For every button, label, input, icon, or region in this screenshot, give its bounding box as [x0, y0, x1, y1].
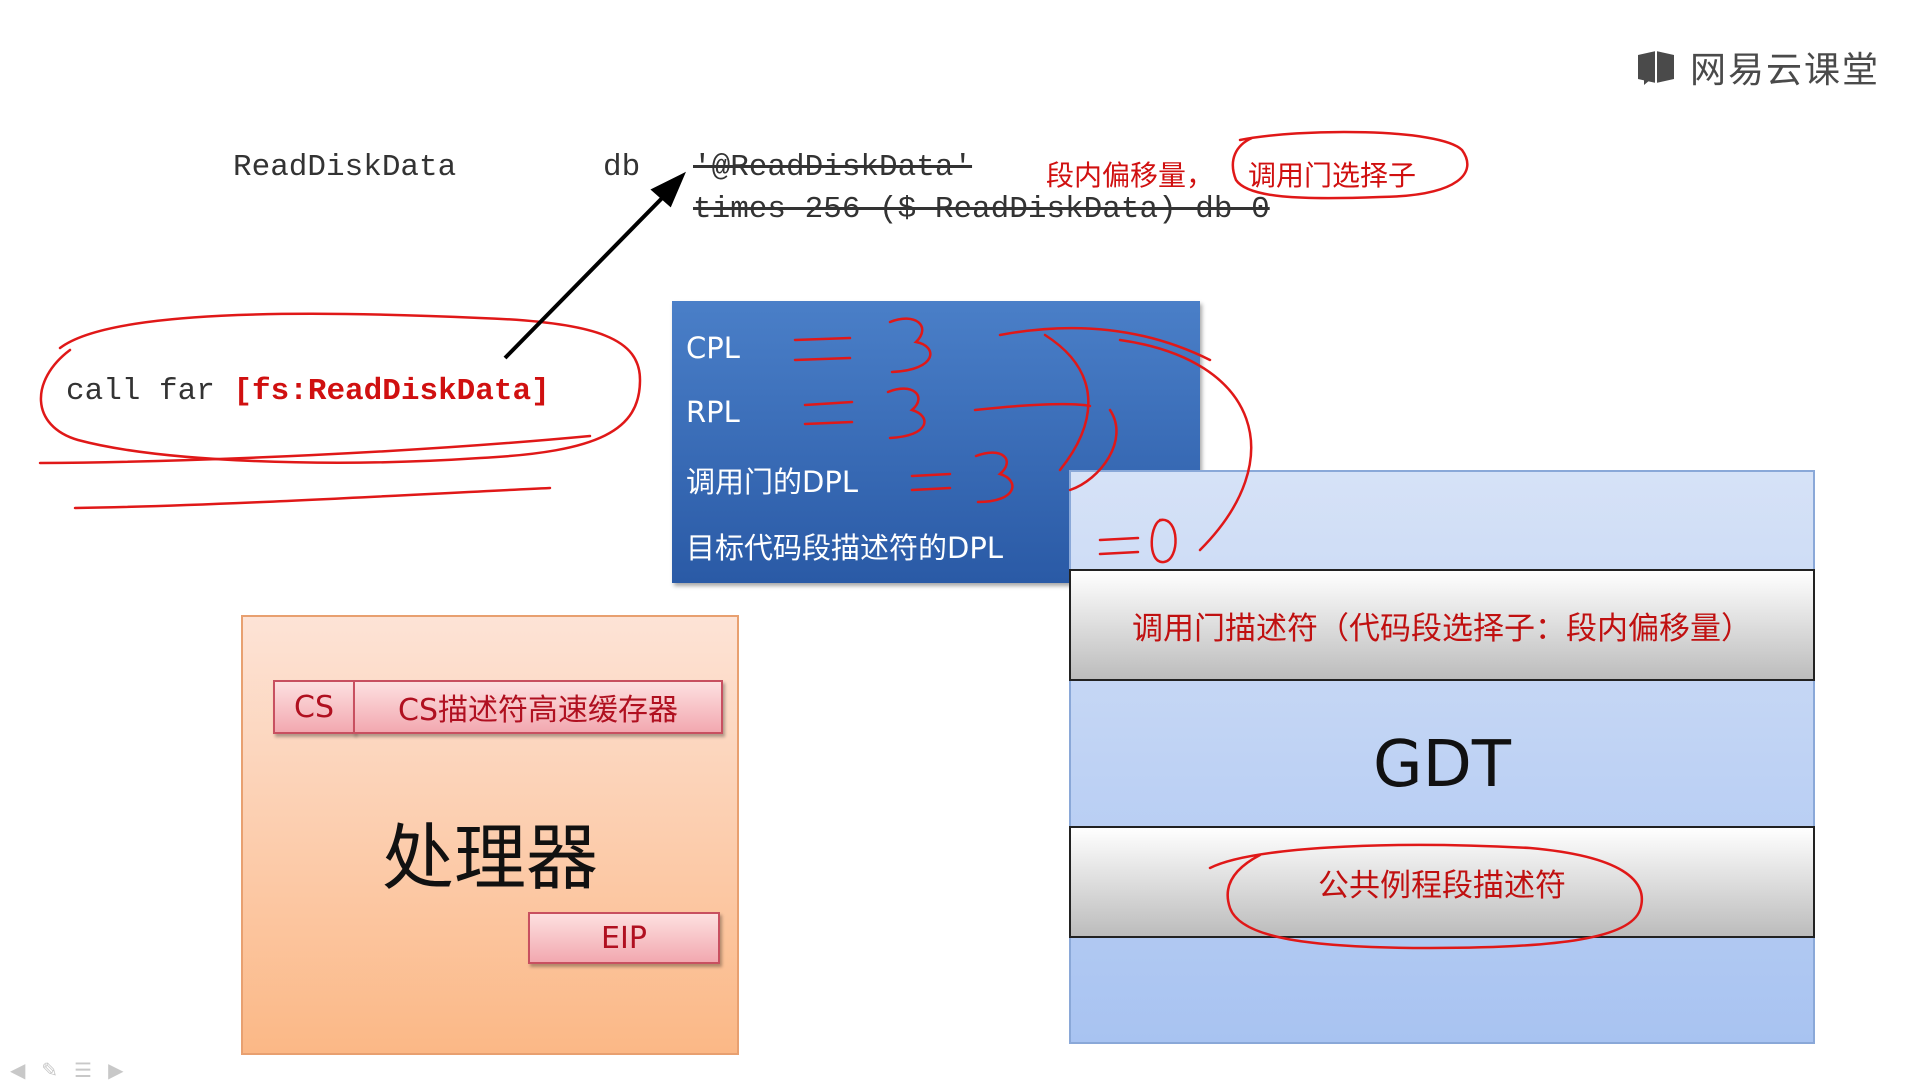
- annotation-call-gate-selector: 调用门选择子: [1248, 159, 1417, 192]
- call-gate-descriptor-row: 调用门描述符（代码段选择子：段内偏移量）: [1069, 569, 1815, 681]
- routine-circle: [1208, 843, 1643, 950]
- cs-descriptor-cache: CS描述符高速缓存器: [353, 680, 723, 734]
- code-label: ReadDiskData: [233, 150, 457, 185]
- privilege-row-target-dpl: 目标代码段描述符的DPL: [686, 531, 1003, 565]
- menu-icon[interactable]: ☰: [74, 1058, 93, 1082]
- gdt-table: 调用门描述符（代码段选择子：段内偏移量） GDT 公共例程段描述符: [1069, 470, 1815, 1044]
- code-times-line: times 256-($-ReadDiskData) db 0: [693, 192, 1270, 227]
- selector-circle: [1231, 130, 1469, 200]
- call-circle: [39, 312, 642, 464]
- underline-2: [73, 486, 552, 510]
- privilege-row-gate-dpl: 调用门的DPL: [686, 465, 858, 499]
- call-far-instruction: call far [fs:ReadDiskData]: [66, 374, 550, 409]
- privilege-row-rpl: RPL: [686, 395, 740, 429]
- gdt-title: GDT: [1373, 728, 1511, 802]
- slide-nav: ◀ ✎ ☰ ▶: [10, 1058, 123, 1082]
- processor-block: CS CS描述符高速缓存器 处理器 EIP: [241, 615, 739, 1055]
- code-directive: db: [603, 150, 641, 185]
- annotation-offset: 段内偏移量，: [1046, 159, 1215, 192]
- processor-title: 处理器: [381, 816, 598, 900]
- call-operand: [fs:ReadDiskData]: [233, 374, 550, 409]
- privilege-row-cpl: CPL: [686, 331, 740, 365]
- cs-register: CS: [273, 680, 355, 734]
- routine-descriptor-label: 公共例程段描述符: [1318, 867, 1566, 904]
- book-icon: [1636, 49, 1676, 85]
- arrow-left-icon[interactable]: ◀: [10, 1058, 26, 1082]
- code-string-literal: '@ReadDiskData': [693, 150, 973, 185]
- logo-text: 网易云课堂: [1690, 50, 1881, 91]
- eip-register: EIP: [528, 912, 720, 964]
- arrow-to-selector: [503, 171, 686, 360]
- arrow-right-icon[interactable]: ▶: [108, 1058, 124, 1082]
- call-gate-descriptor-label: 调用门描述符（代码段选择子：段内偏移量）: [1132, 610, 1752, 647]
- call-prefix: call far: [66, 374, 234, 409]
- pen-icon[interactable]: ✎: [41, 1058, 59, 1082]
- logo: 网易云课堂: [1636, 44, 1881, 91]
- underline-1: [38, 434, 592, 465]
